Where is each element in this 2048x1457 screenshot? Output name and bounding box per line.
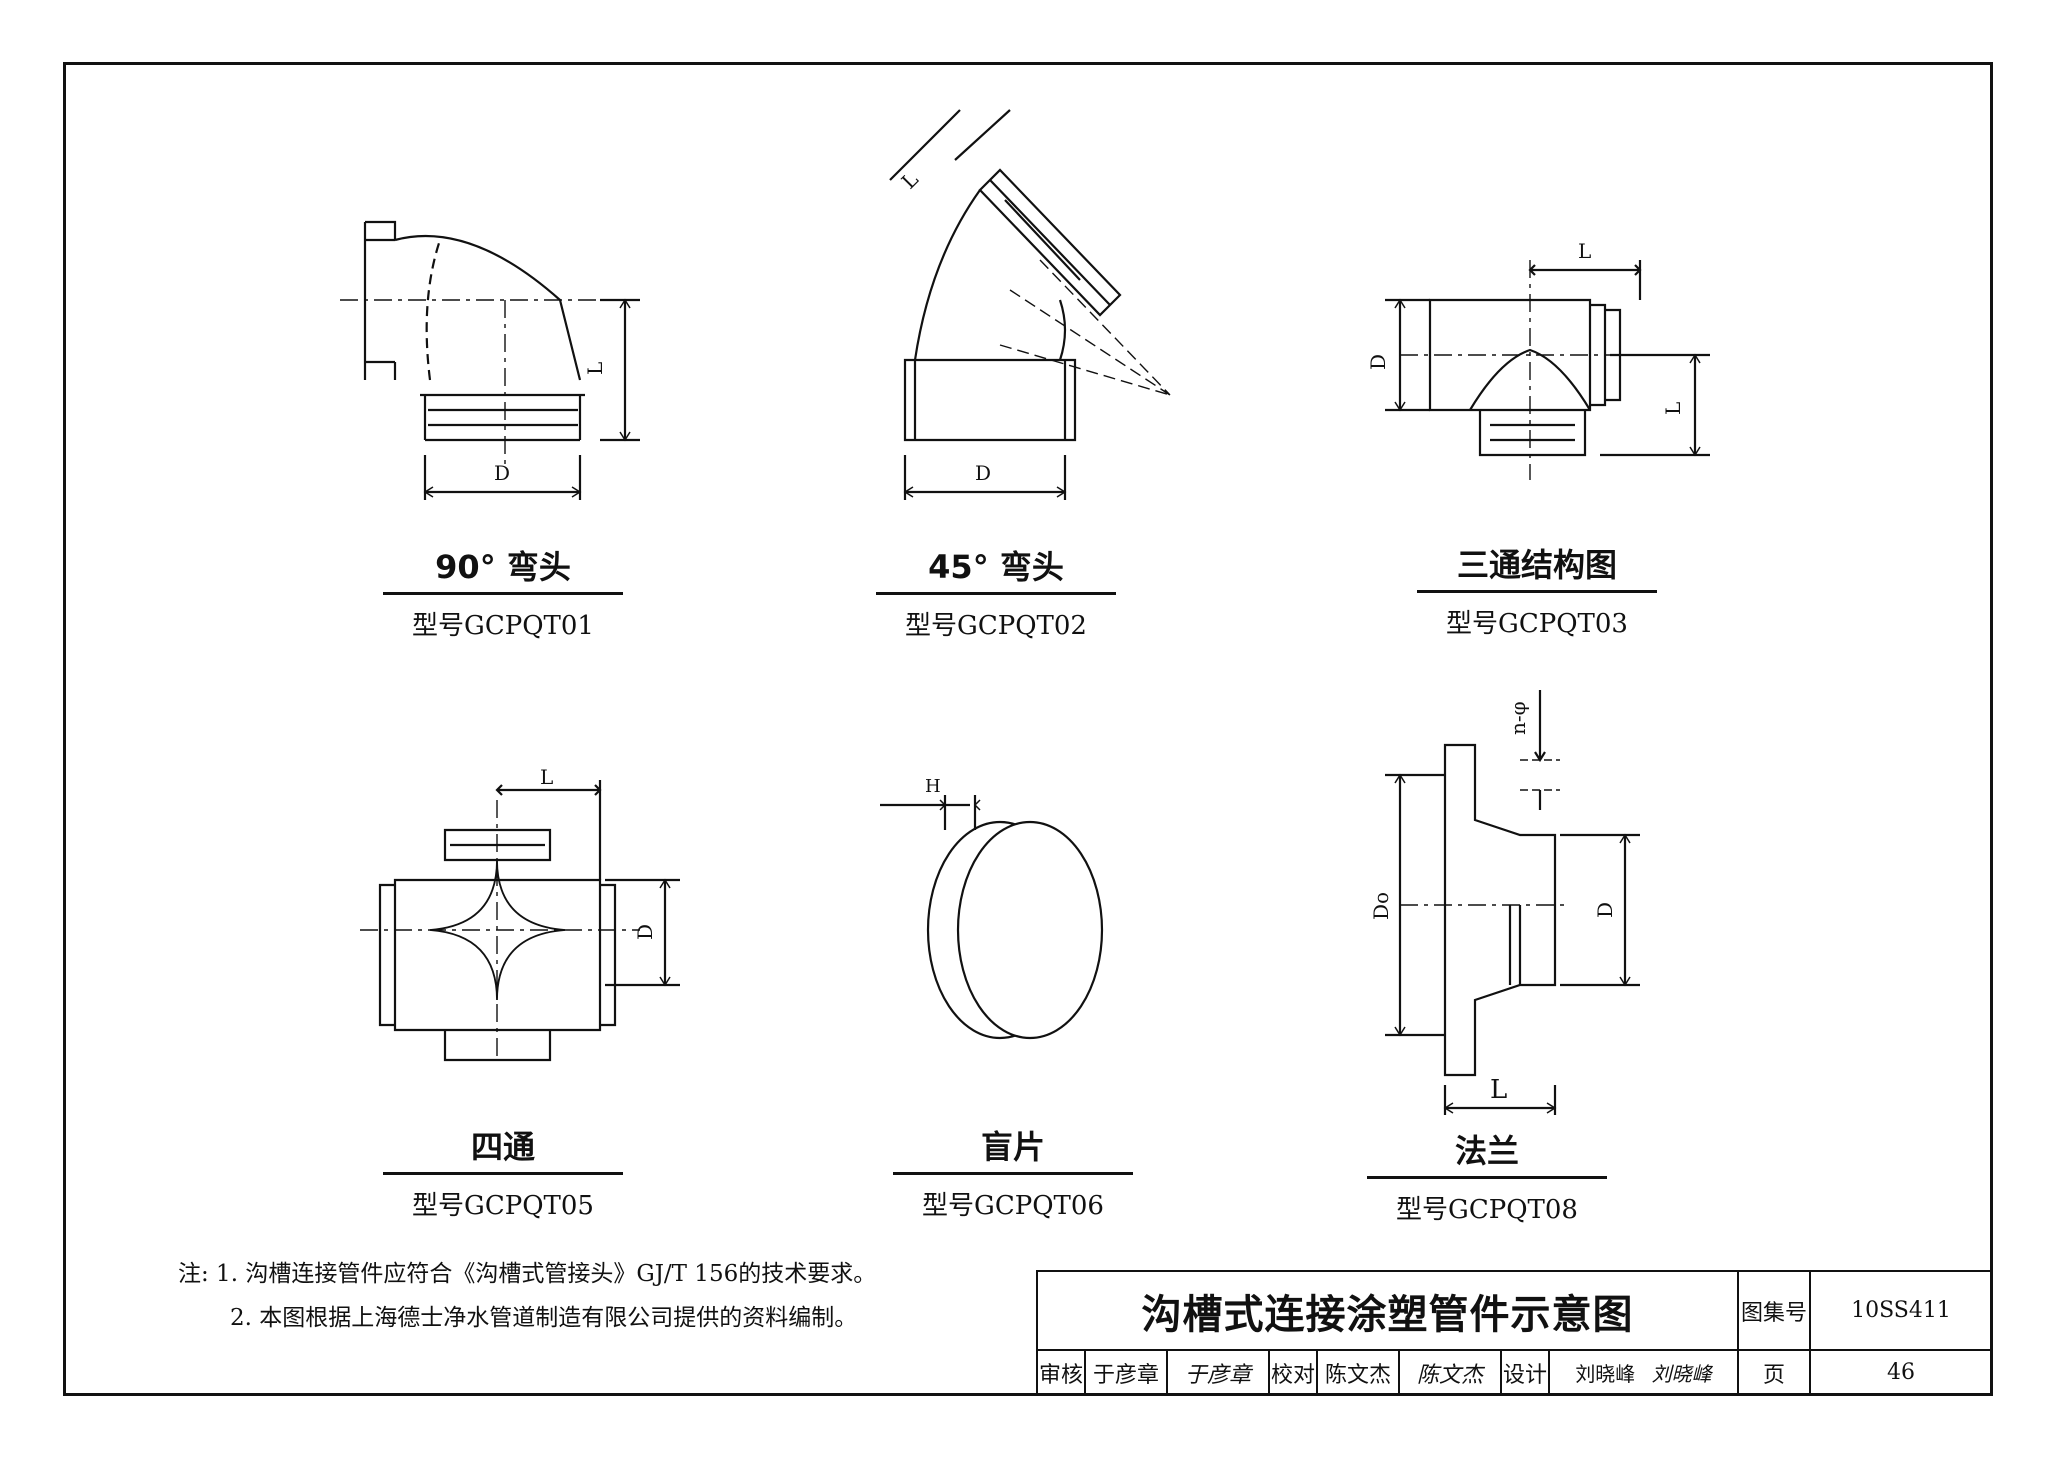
checker-name: 陈文杰 <box>1316 1349 1400 1396</box>
dim-D-flange: D <box>1593 902 1617 918</box>
page-number: 46 <box>1809 1349 1993 1396</box>
drawing-title: 沟槽式连接涂塑管件示意图 <box>1036 1269 1739 1352</box>
dim-L-cross: L <box>540 765 553 789</box>
check-label: 校对 <box>1268 1349 1318 1396</box>
dim-Do: Do <box>1369 892 1393 920</box>
caption-model: 型号GCPQT06 <box>922 1191 1104 1221</box>
dim-D-cross: D <box>633 924 657 940</box>
caption-elbow-90: 90° 弯头 型号GCPQT01 <box>383 542 623 642</box>
review-label: 审核 <box>1036 1349 1086 1396</box>
dim-L-flange: L <box>1490 1075 1507 1105</box>
caption-blind-plate: 盲片 型号GCPQT06 <box>893 1122 1133 1222</box>
caption-model: 型号GCPQT08 <box>1396 1195 1578 1225</box>
designer-name: 刘晓峰 <box>1575 1362 1636 1387</box>
note-line-1: 注: 1. 沟槽连接管件应符合《沟槽式管接头》GJ/T 156的技术要求。 <box>178 1261 877 1287</box>
dim-L-90: L <box>583 362 607 375</box>
caption-title: 45° 弯头 <box>876 542 1116 595</box>
dim-D-tee: D <box>1366 354 1390 370</box>
design-label: 设计 <box>1500 1349 1550 1396</box>
dim-L-tee-side: L <box>1661 402 1685 415</box>
dim-D-90: D <box>494 461 510 485</box>
caption-elbow-45: 45° 弯头 型号GCPQT02 <box>876 542 1116 642</box>
caption-title: 盲片 <box>893 1122 1133 1175</box>
caption-title: 90° 弯头 <box>383 542 623 595</box>
caption-cross: 四通 型号GCPQT05 <box>383 1122 623 1222</box>
title-block: 沟槽式连接涂塑管件示意图 图集号 10SS411 审核 于彦章 于彦章 校对 陈… <box>1036 1269 1993 1396</box>
designer-signature: 刘晓峰 <box>1651 1362 1712 1387</box>
blind-plate-drawing: H <box>880 776 1104 1040</box>
caption-title: 三通结构图 <box>1417 540 1657 593</box>
designer-name-and-signature: 刘晓峰 刘晓峰 <box>1548 1349 1739 1396</box>
dim-n-phi: n-φ <box>1506 701 1530 735</box>
dim-L-tee-top: L <box>1578 239 1591 263</box>
caption-model: 型号GCPQT02 <box>905 611 1087 641</box>
tee-drawing: L D L <box>1366 239 1710 480</box>
flange-drawing: n-φ Do D L <box>1369 690 1640 1115</box>
dim-L-45: L <box>897 167 923 193</box>
note-line-2: 2. 本图根据上海德士净水管道制造有限公司提供的资料编制。 <box>230 1305 858 1331</box>
caption-title: 法兰 <box>1367 1126 1607 1179</box>
caption-flange: 法兰 型号GCPQT08 <box>1367 1126 1607 1226</box>
checker-signature: 陈文杰 <box>1398 1349 1502 1396</box>
elbow-45-drawing: L D <box>889 109 1171 500</box>
caption-model: 型号GCPQT01 <box>412 611 594 641</box>
drawing-frame <box>63 62 1993 1396</box>
caption-tee: 三通结构图 型号GCPQT03 <box>1417 540 1657 640</box>
dim-H: H <box>925 776 941 797</box>
reviewer-signature: 于彦章 <box>1166 1349 1270 1396</box>
notes: 注: 1. 沟槽连接管件应符合《沟槽式管接头》GJ/T 156的技术要求。 2.… <box>178 1252 876 1340</box>
caption-title: 四通 <box>383 1122 623 1175</box>
reviewer-name: 于彦章 <box>1084 1349 1168 1396</box>
cross-drawing: L D <box>360 765 680 1062</box>
caption-model: 型号GCPQT05 <box>412 1191 594 1221</box>
caption-model: 型号GCPQT03 <box>1446 609 1628 639</box>
atlas-label: 图集号 <box>1737 1269 1811 1352</box>
dim-D-45: D <box>975 461 991 485</box>
atlas-number: 10SS411 <box>1809 1269 1993 1352</box>
elbow-90-drawing: L D <box>340 220 640 500</box>
page-label: 页 <box>1737 1349 1811 1396</box>
